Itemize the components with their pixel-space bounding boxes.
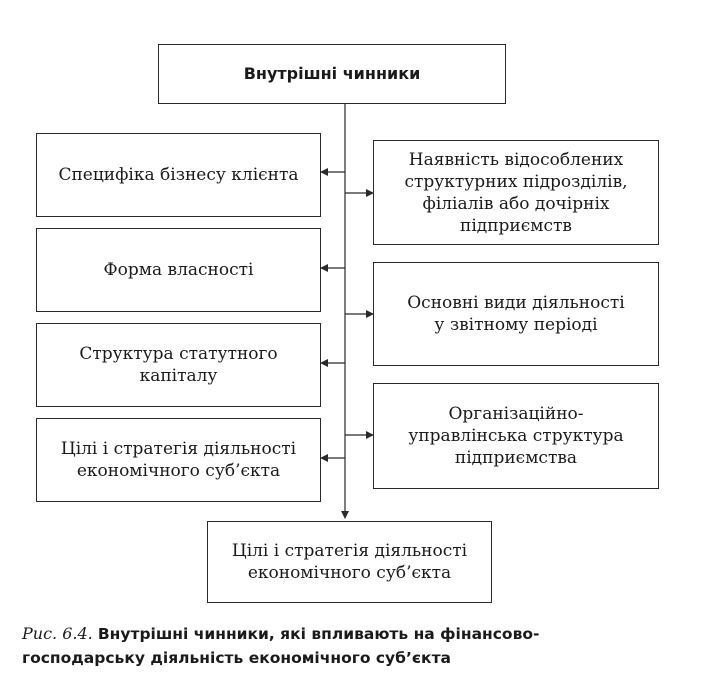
left-box-goals-strategy: Цілі і стратегія діяльності економічного… <box>36 418 321 502</box>
right-box-label: Основні види діяльності у звітному періо… <box>407 293 625 335</box>
internal-factors-box: Внутрішні чинники <box>158 44 506 104</box>
left-box-label: Цілі і стратегія діяльності економічного… <box>60 439 297 481</box>
right-box-subdivisions: Наявність відособлених структурних підро… <box>373 140 659 245</box>
figure-caption: Рис. 6.4. Внутрішні чинники, які впливаю… <box>22 622 692 670</box>
bottom-box-goals-strategy: Цілі і стратегія діяльності економічного… <box>207 521 492 603</box>
left-box-label: Специфіка бізнесу клієнта <box>58 165 299 185</box>
left-box-label: Структура статутного капіталу <box>79 344 278 386</box>
left-box-business-specifics: Специфіка бізнесу клієнта <box>36 133 321 217</box>
internal-factors-label: Внутрішні чинники <box>243 64 421 83</box>
right-box-label: Організаційно- управлінська структура пі… <box>408 404 624 468</box>
caption-text: Внутрішні чинники, які впливають на фіна… <box>22 625 540 667</box>
bottom-box-label: Цілі і стратегія діяльності економічного… <box>231 541 468 583</box>
caption-prefix: Рис. 6.4. <box>22 624 98 643</box>
right-box-label: Наявність відособлених структурних підро… <box>404 149 628 236</box>
left-box-ownership-form: Форма власності <box>36 228 321 312</box>
right-box-org-structure: Організаційно- управлінська структура пі… <box>373 383 659 489</box>
left-box-capital-structure: Структура статутного капіталу <box>36 323 321 407</box>
right-box-activities: Основні види діяльності у звітному періо… <box>373 262 659 366</box>
left-box-label: Форма власності <box>103 260 254 280</box>
